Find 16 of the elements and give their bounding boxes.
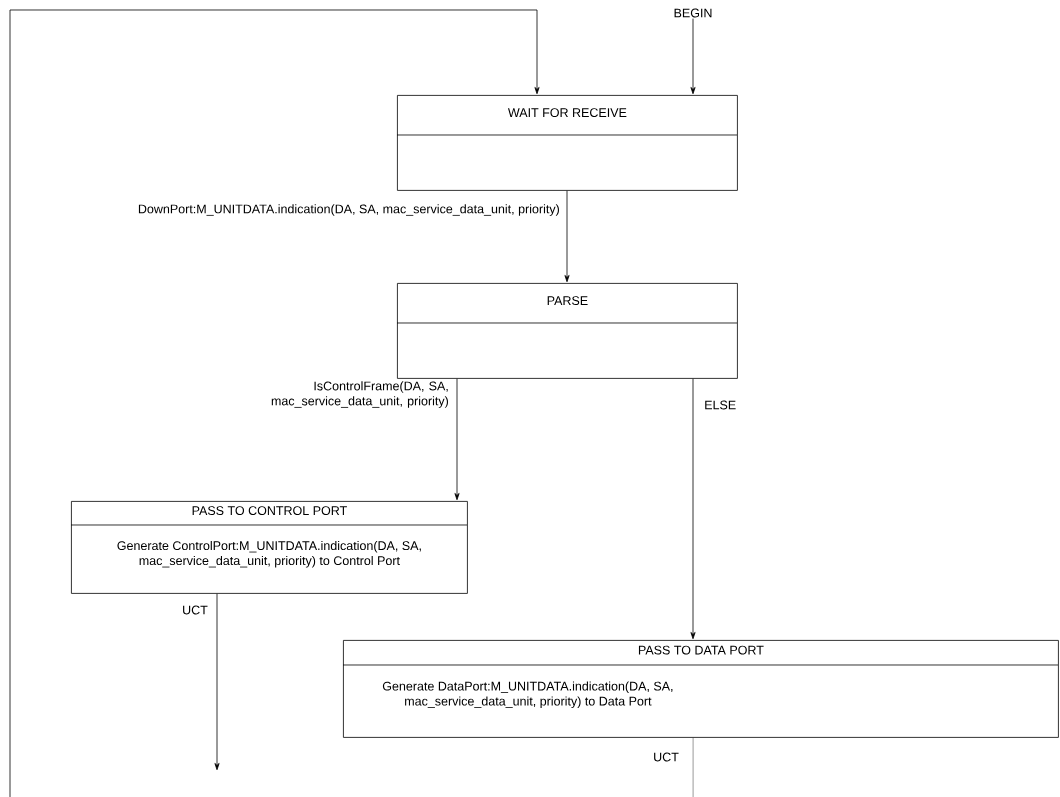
edge-label: DownPort:M_UNITDATA.indication(DA, SA, mac_service_data_unit, priority) xyxy=(138,204,559,216)
arrow xyxy=(9,9,540,797)
arrow xyxy=(690,378,696,640)
state-box: PARSE xyxy=(396,283,738,379)
state-box: WAIT FOR RECEIVE xyxy=(396,95,738,191)
edge-label: UCT xyxy=(183,605,208,615)
state-box: PASS TO DATA PORT Generate DataPort:M_UNITDATA.indication(DA, SA, mac_service_data_unit, priority) to Data Port xyxy=(342,640,1059,738)
arrow xyxy=(214,593,220,771)
arrow xyxy=(564,190,570,283)
arrow xyxy=(454,378,460,501)
state-box: PASS TO CONTROL PORT Generate ControlPort:M_UNITDATA.indication(DA, SA, mac_service_data_unit, priority) to Control Port xyxy=(70,501,468,594)
arrow xyxy=(690,18,696,95)
edge-label: UCT xyxy=(654,752,679,762)
start-label: BEGIN xyxy=(674,8,712,18)
edge-label: IsControlFrame(DA, SA, mac_service_data_unit, priority) xyxy=(271,381,448,408)
edge-label: ELSE xyxy=(705,400,736,410)
